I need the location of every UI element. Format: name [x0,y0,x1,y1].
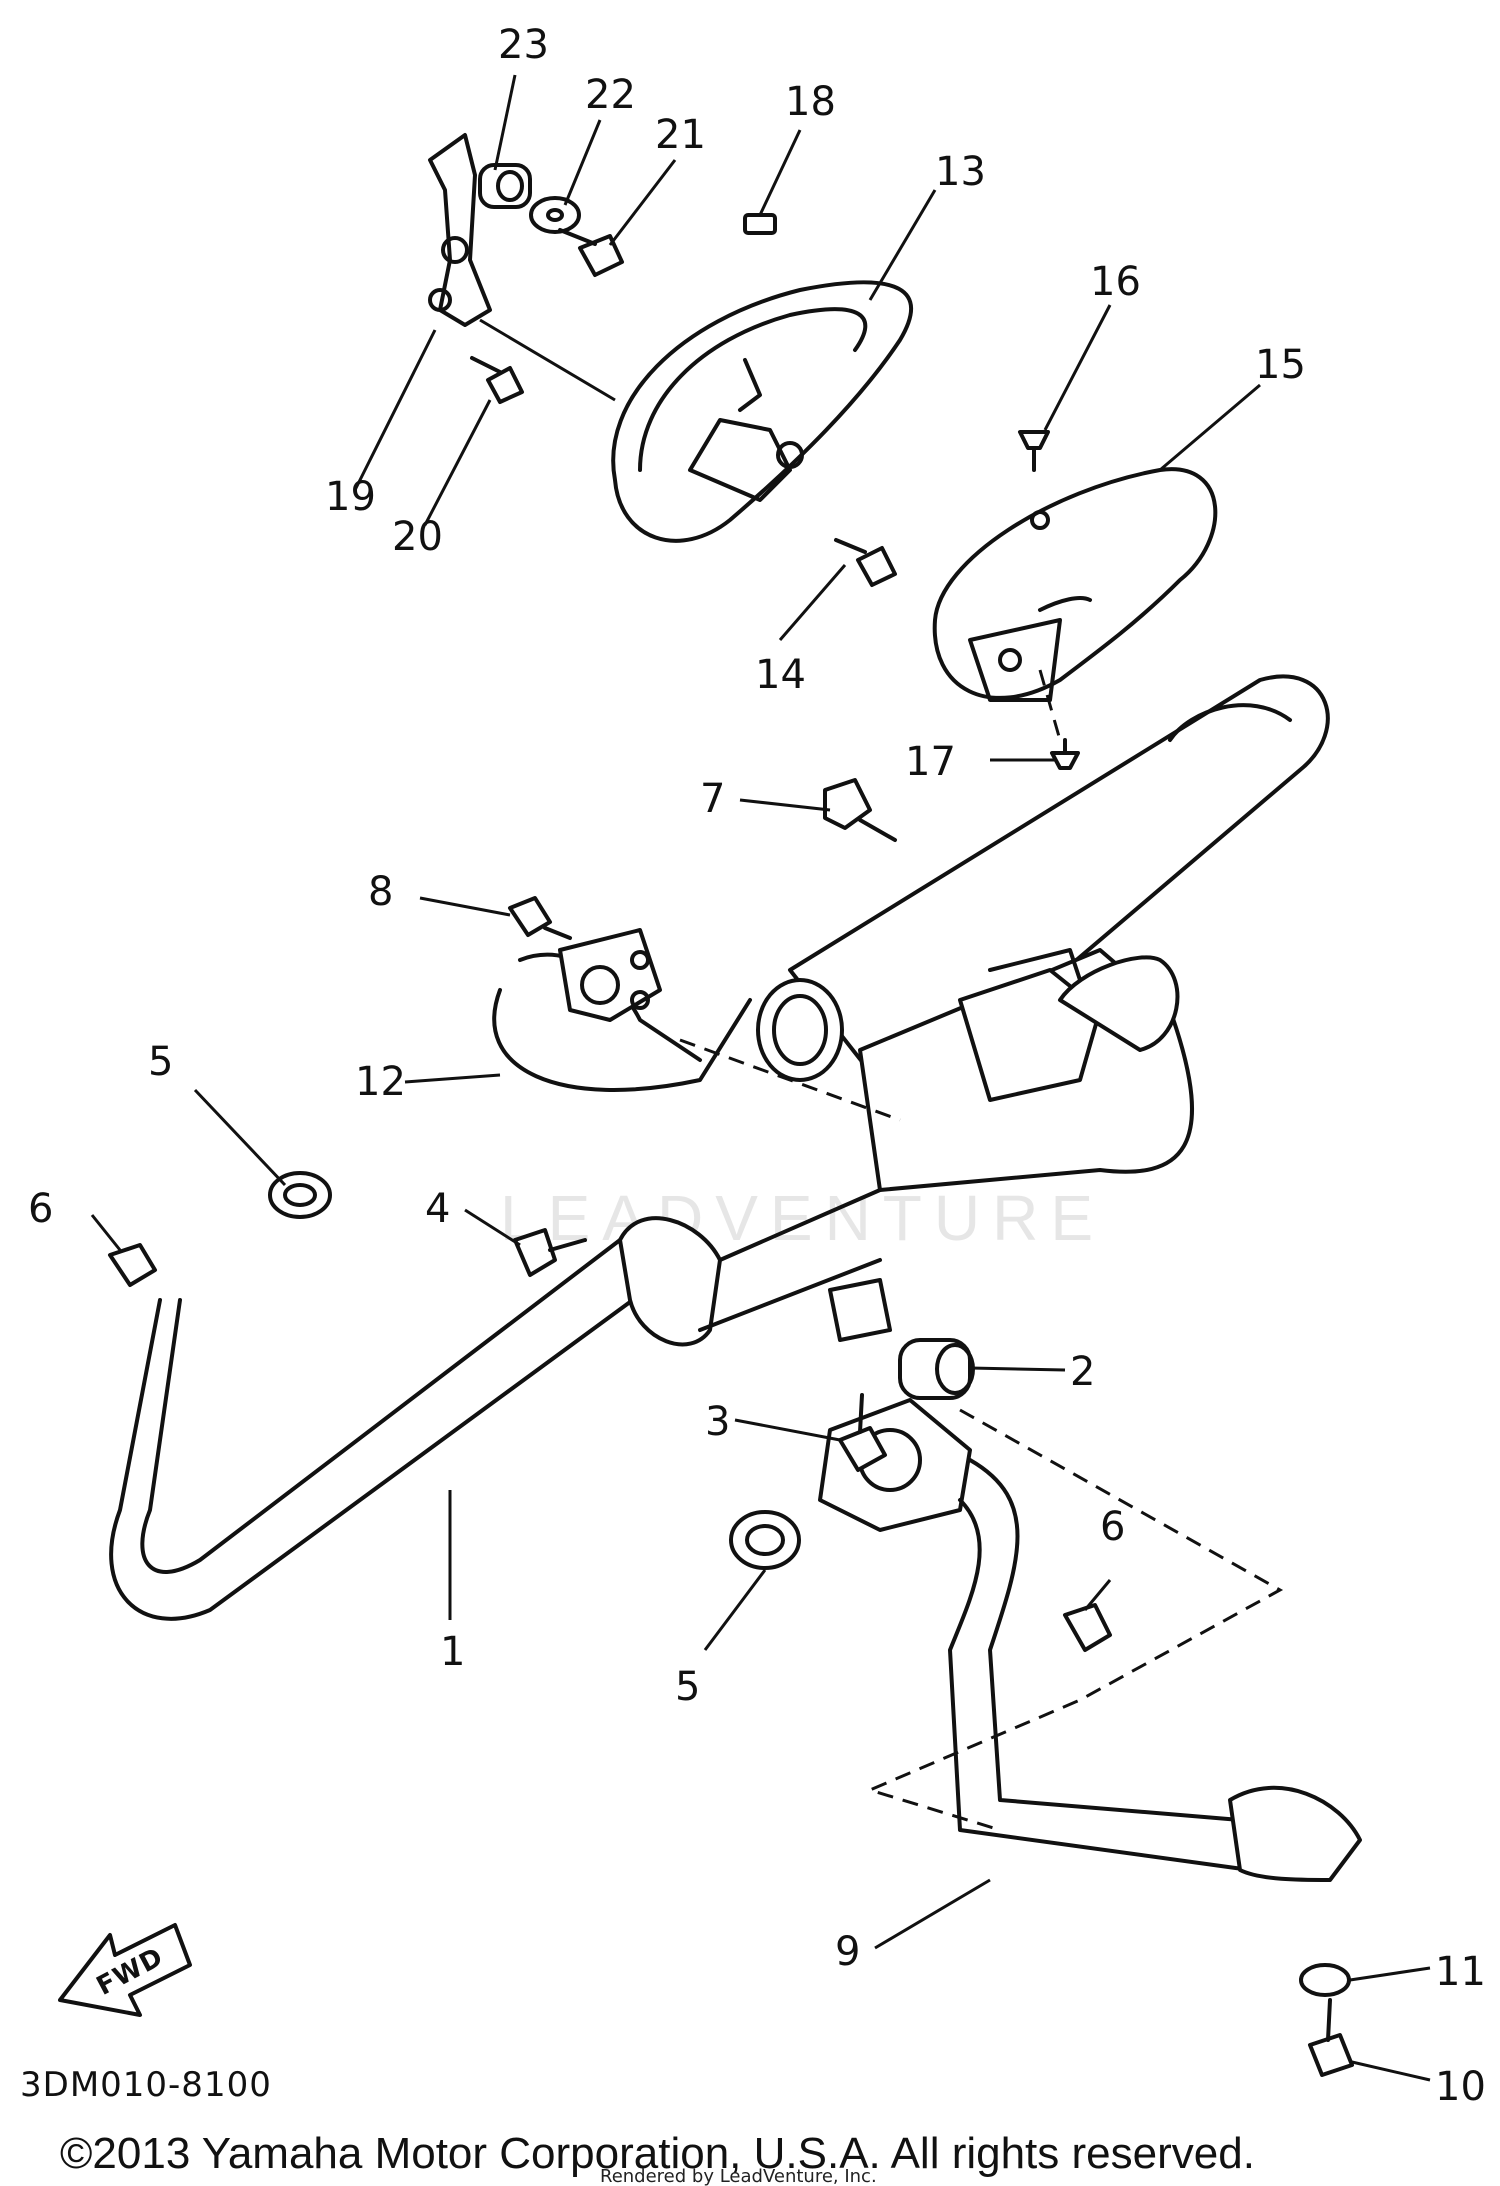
copyright-notice: ©2013 Yamaha Motor Corporation, U.S.A. A… [60,2129,1255,2178]
part-20-bolt [470,356,524,404]
part-5-gasket-bottom [729,1510,801,1570]
callout-8: 8 [368,869,393,915]
callout-22: 22 [585,72,636,118]
diagram-code: 3DM010-8100 [20,2065,272,2105]
part-18-clip [743,213,777,235]
callout-13: 13 [935,149,986,195]
part-7-bolt [823,778,897,842]
callout-16: 16 [1090,259,1141,305]
part-13-heat-shield [611,280,914,543]
part-6-nut-right [1063,1603,1112,1652]
callout-5-top: 5 [148,1039,173,1085]
callout-9: 9 [835,1929,860,1975]
part-4-bolt [513,1228,587,1277]
callout-19: 19 [325,474,376,520]
callout-5-bottom: 5 [675,1664,700,1710]
part-22-washer [529,196,581,234]
callout-3: 3 [705,1399,730,1445]
guide-line-muffler [679,1038,901,1122]
callout-2: 2 [1070,1349,1095,1395]
callout-12: 12 [355,1059,406,1105]
callout-11: 11 [1435,1949,1486,1995]
guide-line-grommet [865,1408,1284,1832]
part-6-nut-left [108,1243,157,1287]
callout-1: 1 [440,1629,465,1675]
callout-17: 17 [905,739,956,785]
part-2-grommet [898,1338,975,1400]
part-14-bolt [834,538,897,587]
part-16-screw [1018,430,1050,472]
callout-18: 18 [785,79,836,125]
callout-7: 7 [700,776,725,822]
callout-21: 21 [655,112,706,158]
callout-6-left: 6 [28,1186,53,1232]
callout-20: 20 [392,514,443,560]
callout-4: 4 [425,1186,450,1232]
leader-lines [90,74,1431,2082]
part-12-inner-pipe [492,928,752,1092]
part-8-bolt [508,896,572,940]
part-23-collar [478,163,532,209]
part-21-bolt [558,228,624,277]
callout-6-right: 6 [1100,1504,1125,1550]
callout-23: 23 [498,22,549,68]
callout-15: 15 [1255,342,1306,388]
callout-14: 14 [755,652,806,698]
watermark: LEADVENTURE [500,1182,1105,1254]
callout-10: 10 [1435,2064,1486,2110]
part-11-washer [1299,1963,1351,1997]
fwd-arrow: FWD [58,1923,192,2017]
rendered-by: Rendered by LeadVenture, Inc. [600,2166,877,2186]
part-15-cover [932,467,1218,741]
part-1-muffler-assembly [109,618,1330,1621]
part-3-bolt [838,1393,887,1472]
part-19-bracket [428,133,616,402]
part-17-screw [1050,738,1080,770]
part-10-bolt [1308,1998,1354,2077]
